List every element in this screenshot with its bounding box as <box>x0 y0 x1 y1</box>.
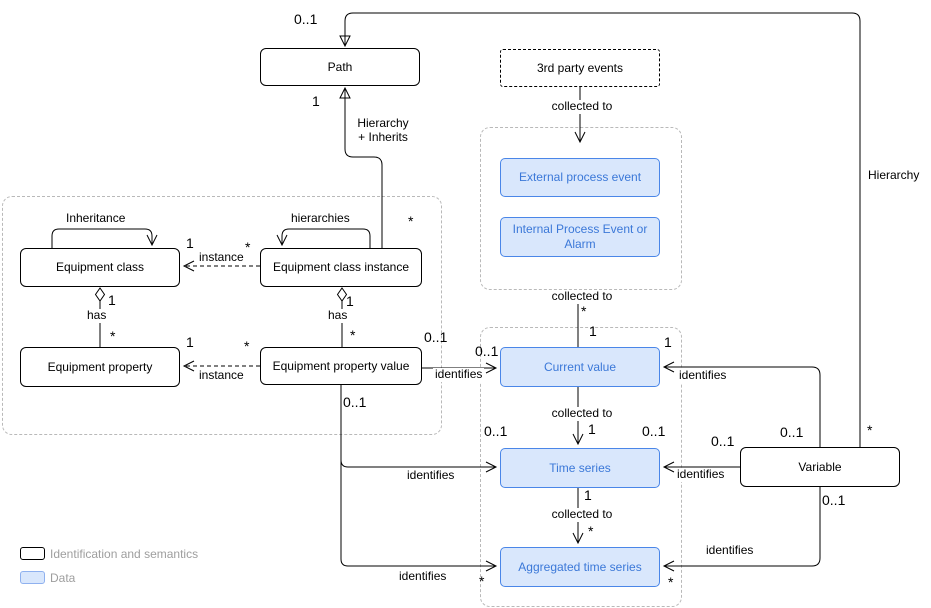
label-collected-to-thirdparty: collected to <box>545 99 619 114</box>
mult-epv-ts: 0..1 <box>484 423 508 439</box>
label-identifies-epv-cv: identifies <box>433 367 485 382</box>
label-identifies-var-ats: identifies <box>704 543 756 558</box>
mult-class-instance-one: 1 <box>186 235 194 251</box>
mult-class-has-star: * <box>110 328 116 344</box>
node-current-value: Current value <box>500 347 660 387</box>
mult-var-ats-star: * <box>668 574 674 590</box>
mult-epv-cv-left: 0..1 <box>424 329 448 345</box>
label-has-eci: has <box>326 308 350 323</box>
label-collected-to-events: collected to <box>545 289 619 304</box>
label-identifies-epv-ts: identifies <box>405 468 457 483</box>
mult-var-ats: 0..1 <box>822 492 846 508</box>
node-variable: Variable <box>740 447 900 487</box>
label-collected-to-timeseries: collected to <box>545 406 619 421</box>
mult-variable-hierarchy: * <box>867 422 873 438</box>
label-hierarchies: hierarchies <box>289 211 352 226</box>
mult-events-star: * <box>581 303 587 319</box>
mult-path-hierarchy: 0..1 <box>294 11 318 27</box>
events-group <box>480 127 682 290</box>
mult-path-inherits: 1 <box>312 93 320 109</box>
node-time-series: Time series <box>500 448 660 488</box>
label-identifies-var-cv: identifies <box>677 368 729 383</box>
mult-class-instance-star: * <box>245 239 251 255</box>
label-inheritance: Inheritance <box>64 211 128 226</box>
label-instance-property: instance <box>197 368 246 383</box>
mult-property-instance-one: 1 <box>186 334 194 350</box>
legend-swatch-identification <box>20 547 45 560</box>
node-internal-process-event-or-alarm: Internal Process Event or Alarm <box>500 217 660 257</box>
node-external-process-event: External process event <box>500 158 660 197</box>
mult-epv-down: 0..1 <box>343 394 367 410</box>
mult-aggregated-star: * <box>588 523 594 539</box>
label-collected-to-aggregated: collected to <box>545 507 619 522</box>
mult-var-ts-left: 0..1 <box>642 423 666 439</box>
mult-timeseries-one: 1 <box>588 421 596 437</box>
node-equipment-property: Equipment property <box>20 347 180 387</box>
label-identifies-epv-ats: identifies <box>397 569 449 584</box>
mult-timeseries-bottom-one: 1 <box>584 487 592 503</box>
mult-epv-ats-star: * <box>479 573 485 589</box>
mult-currentvalue-one: 1 <box>589 323 597 339</box>
node-path: Path <box>260 48 420 86</box>
node-aggregated-time-series: Aggregated time series <box>500 547 660 587</box>
label-identifies-var-ts: identifies <box>675 467 727 482</box>
legend-label-data: Data <box>50 571 76 585</box>
node-equipment-class: Equipment class <box>20 248 180 287</box>
node-equipment-property-value: Equipment property value <box>260 347 422 385</box>
mult-variable-currentvalue: 0..1 <box>780 424 804 440</box>
label-has-class: has <box>85 308 109 323</box>
node-third-party-events: 3rd party events <box>500 49 660 87</box>
mult-property-instance-star: * <box>244 338 250 354</box>
label-hierarchy-inherits: Hierarchy + Inherits <box>347 116 419 145</box>
identification-semantics-group <box>2 196 442 435</box>
legend-swatch-data <box>20 571 45 584</box>
mult-class-has-one: 1 <box>108 292 116 308</box>
mult-eci-has-one: 1 <box>346 293 354 309</box>
label-instance-class: instance <box>197 250 246 265</box>
mult-eci-hierarchy: * <box>408 213 414 229</box>
legend-label-identification: Identification and semantics <box>50 547 199 561</box>
mult-epv-cv-right: 0..1 <box>475 343 499 359</box>
mult-eci-has-star: * <box>350 327 356 343</box>
label-hierarchy-right: Hierarchy <box>866 168 922 183</box>
mult-var-ts-right: 0..1 <box>711 433 735 449</box>
node-equipment-class-instance: Equipment class instance <box>260 248 422 287</box>
mult-var-cv-one: 1 <box>664 334 672 350</box>
